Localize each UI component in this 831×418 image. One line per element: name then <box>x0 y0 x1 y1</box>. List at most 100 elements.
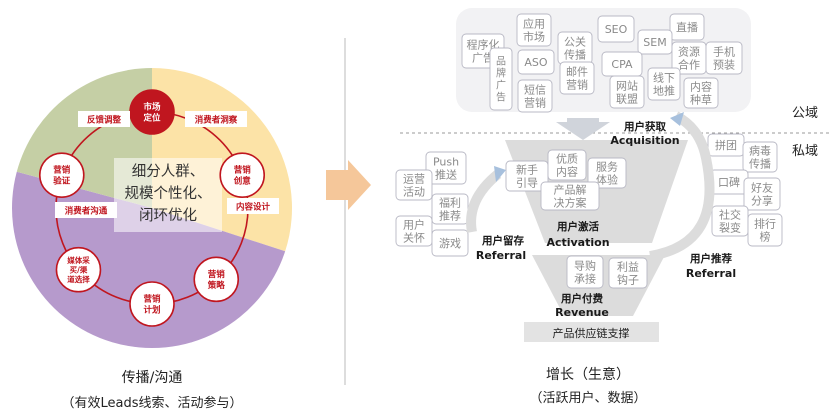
chip-text: 公关 <box>564 34 586 48</box>
referral-loop-arrow <box>649 111 715 261</box>
node-circle-filled <box>130 90 174 134</box>
chip-box <box>516 13 552 47</box>
chip-box <box>608 257 648 289</box>
chip-text: 活动 <box>403 185 425 198</box>
chip-text: 短信 <box>524 82 546 96</box>
chip-text: 种草 <box>690 92 712 106</box>
public-channel-chip: ASO <box>517 49 555 75</box>
center-box <box>114 158 222 232</box>
chip-text: 决方案 <box>554 195 587 209</box>
chip-box <box>489 47 513 111</box>
node-label: 定位 <box>142 113 161 124</box>
referral-label-en: Referral <box>686 267 736 280</box>
node-label: 营销 <box>53 165 71 176</box>
referral-chip: 排行榜 <box>747 213 783 247</box>
retention-label-en: Referral <box>476 249 526 262</box>
node-circle <box>38 152 85 198</box>
chip-box <box>517 49 555 75</box>
chip-box <box>566 255 604 289</box>
chip-box <box>597 15 635 43</box>
node-label: 营销 <box>143 294 161 305</box>
chip-text: 好友 <box>751 180 773 194</box>
node-circle <box>193 256 240 303</box>
node-label: 创意 <box>233 176 252 187</box>
node-label: 营销 <box>234 165 252 176</box>
center-text: 规模个性化、 <box>125 185 212 202</box>
chip-text: ASO <box>524 56 548 69</box>
node-label: 买/渠 <box>70 264 88 274</box>
retention-chip: 游戏 <box>431 229 469 257</box>
private-domain-label: 私域 <box>792 144 818 159</box>
chip-text: 体验 <box>596 172 618 186</box>
chip-text: 口碑 <box>718 176 740 189</box>
transition-arrow <box>326 38 371 385</box>
chip-box <box>431 229 469 257</box>
chip-text: 运营 <box>403 171 425 185</box>
chip-text: 优质 <box>556 152 578 165</box>
chip-text: 预装 <box>713 58 735 71</box>
chip-box <box>395 169 433 201</box>
chip-text: 直播 <box>676 20 698 34</box>
referral-label: 用户推荐 <box>689 252 732 265</box>
tag-text: 消费者洞察 <box>195 115 238 126</box>
chip-text: 病毒 <box>749 143 771 157</box>
chip-text: 钩子 <box>617 272 639 286</box>
node-circle <box>129 281 175 327</box>
chip-text: 手机 <box>713 44 735 58</box>
supply-chain-bar <box>524 322 659 342</box>
chip-text: 应用 <box>523 16 545 30</box>
chip-text: 用户 <box>403 217 425 231</box>
chip-text: 资源 <box>678 44 700 58</box>
chip-text: 榜 <box>760 229 771 243</box>
node-label: 媒体采 <box>67 255 90 265</box>
chip-box <box>747 213 783 247</box>
left-subcaption: （有效Leads线索、活动参与） <box>61 395 242 411</box>
chip-text: CPA <box>611 58 633 71</box>
node-circle <box>219 152 266 198</box>
chip-text: 福利 <box>439 195 461 209</box>
tag-text: 反馈调整 <box>87 115 122 126</box>
chip-box <box>395 215 433 247</box>
acquisition-arrow <box>556 118 610 140</box>
public-channel-chip: SEO <box>597 15 635 43</box>
node-label: 市场 <box>143 102 161 113</box>
chip-text: 内容 <box>556 164 578 178</box>
chip-box <box>705 41 743 75</box>
chip-text: 邮件 <box>566 65 588 78</box>
referral-chip: 拼团 <box>707 133 745 157</box>
chip-text: 推送 <box>435 167 457 181</box>
chip-text: 引导 <box>516 175 538 189</box>
supply-chain-label: 产品供应链支撑 <box>553 326 630 340</box>
acquisition-label-en: Acquisition <box>610 134 679 147</box>
chip-text: 导购 <box>574 258 596 272</box>
right-arrow <box>326 160 371 210</box>
chip-box <box>587 157 627 189</box>
chip-text: 程序化 <box>467 37 500 51</box>
chip-text: 服务 <box>596 160 618 173</box>
chip-box <box>742 141 778 173</box>
public-channel-chip: CPA <box>601 51 643 77</box>
public-channel-chip: SEM <box>637 29 673 55</box>
chip-box <box>517 79 553 113</box>
chip-text: 地推 <box>653 83 675 97</box>
